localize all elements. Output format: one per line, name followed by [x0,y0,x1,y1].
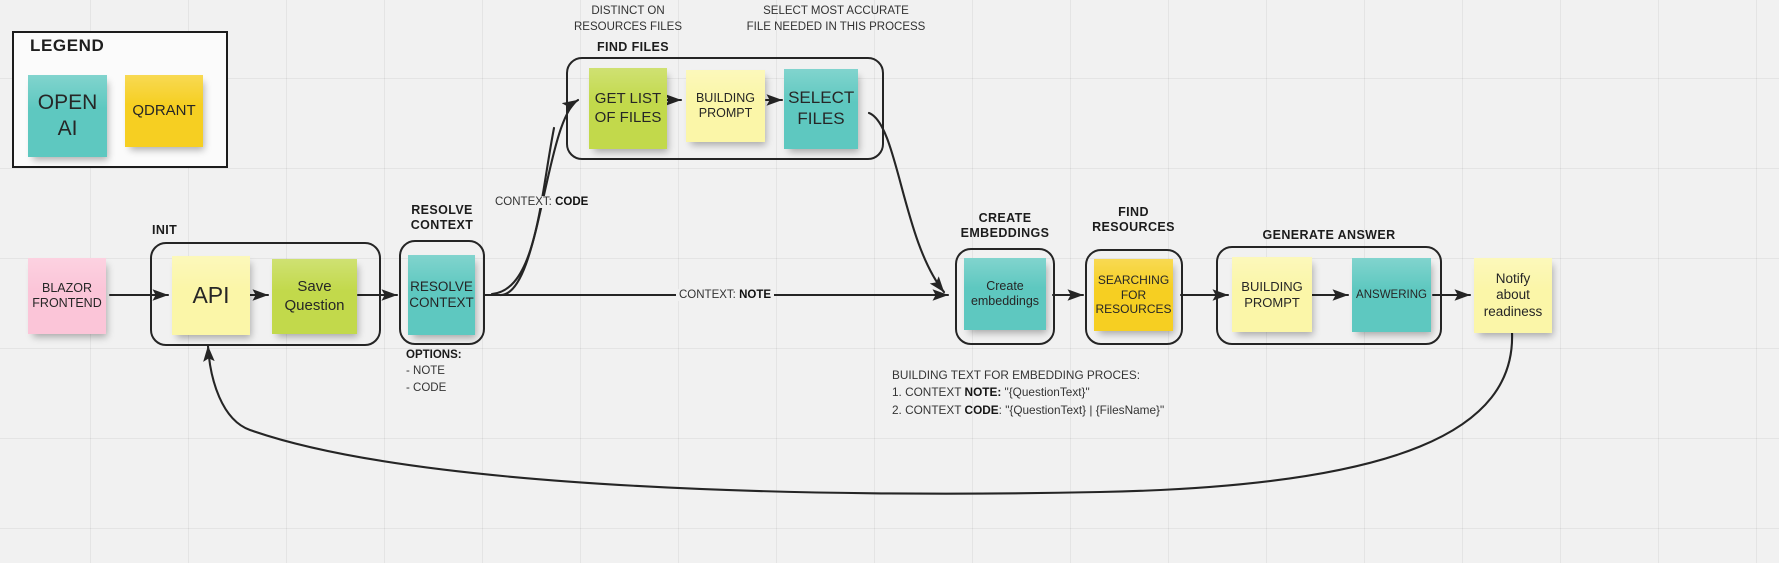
edge-label-context-note-value: NOTE [739,289,772,301]
options-header: OPTIONS: [406,349,462,361]
annotation-line: RESOURCES FILES [574,20,682,33]
group-label-resolve-context: RESOLVE CONTEXT [397,203,487,234]
node-searching-for-resources: SEARCHING FOR RESOURCES [1094,259,1173,331]
edge-label-context-code-value: CODE [555,196,589,208]
group-label-find-files: FIND FILES [596,40,670,54]
edge-label-context-code-prefix: CONTEXT: [495,196,556,208]
options-item-code: - CODE [406,381,447,394]
node-building-prompt-answer-label: BUILDING PROMPT [1241,278,1303,310]
node-resolve-context: RESOLVE CONTEXT [408,255,475,335]
edge-label-context-note-prefix: CONTEXT: [679,289,740,301]
annotation-line: SELECT MOST ACCURATE [763,5,909,17]
note-sheen [1352,258,1431,290]
embedding-note-line-2-suffix: : "{QuestionText} | {FilesName}" [998,402,1165,417]
group-label-line: FIND [1118,205,1149,219]
group-label-line: CREATE [978,211,1032,225]
node-create-embeddings-label: Create embeddings [970,278,1040,308]
group-label-line: RESOURCES [1092,220,1175,235]
annotation-line: DISTINCT ON [591,5,665,17]
embedding-note-line-2: 2. CONTEXT CODE: "{QuestionText} | {File… [892,402,1164,419]
embedding-note-line-2-bold: CODE [964,402,999,417]
legend-note-qdrant-label: QDRANT [132,101,196,119]
node-blazor-frontend-label: BLAZOR FRONTEND [32,280,102,310]
node-notify-about-readiness-label: Notify about readiness [1483,270,1543,319]
node-answering-label: ANSWERING [1356,288,1427,301]
node-get-list-of-files-label: GET LIST OF FILES [594,90,662,126]
legend-note-open-ai-label: OPEN AI [37,91,98,140]
node-answering: ANSWERING [1352,258,1431,332]
node-searching-for-resources-label: SEARCHING FOR RESOURCES [1095,273,1172,317]
embedding-note-line-1: 1. CONTEXT NOTE: "{QuestionText}" [892,384,1164,401]
group-label-line: CONTEXT [410,218,474,233]
legend-note-qdrant: QDRANT [125,75,203,147]
embedding-process-note: BUILDING TEXT FOR EMBEDDING PROCES: 1. C… [892,367,1164,419]
node-save-question-label: Save Question [284,278,345,314]
options-item-note: - NOTE [406,365,445,378]
group-label-init: INIT [152,223,178,237]
node-building-prompt-answer: BUILDING PROMPT [1232,257,1312,332]
legend-note-open-ai: OPEN AI [28,75,107,157]
node-select-files: SELECT FILES [784,69,858,149]
group-label-generate-answer: GENERATE ANSWER [1262,228,1396,242]
group-label-line: EMBEDDINGS [960,226,1050,241]
node-get-list-of-files: GET LIST OF FILES [589,68,667,149]
annotation-select-most-accurate: SELECT MOST ACCURATE FILE NEEDED IN THIS… [718,4,954,36]
node-create-embeddings: Create embeddings [964,258,1046,330]
node-save-question: Save Question [272,259,357,334]
embedding-note-line-1-prefix: 1. CONTEXT [892,385,965,400]
embedding-note-line-1-suffix: "{QuestionText}" [1001,385,1090,400]
annotation-distinct-on-resources-files: DISTINCT ON RESOURCES FILES [566,4,690,36]
legend-title: LEGEND [30,36,105,55]
node-building-prompt-files: BUILDING PROMPT [686,70,765,142]
group-label-create-embeddings: CREATE EMBEDDINGS [948,211,1062,242]
node-api: API [172,256,250,335]
node-select-files-label: SELECT FILES [788,88,855,128]
annotation-line: FILE NEEDED IN THIS PROCESS [746,20,926,33]
embedding-note-line-2-prefix: 2. CONTEXT [892,402,965,417]
node-building-prompt-files-label: BUILDING PROMPT [695,90,756,120]
node-api-label: API [192,282,230,309]
group-label-line: RESOLVE [411,203,473,217]
note-sheen [125,75,203,106]
embedding-note-line-1-bold: NOTE: [964,385,1002,400]
node-notify-about-readiness: Notify about readiness [1474,258,1552,333]
group-label-find-resources: FIND RESOURCES [1080,205,1187,236]
node-blazor-frontend: BLAZOR FRONTEND [28,258,106,334]
node-resolve-context-label: RESOLVE CONTEXT [409,278,474,310]
edge-label-context-code: CONTEXT: CODE [492,196,592,208]
edge-label-context-note: CONTEXT: NOTE [676,289,775,301]
resolve-context-options: OPTIONS: - NOTE - CODE [406,347,462,396]
embedding-note-header: BUILDING TEXT FOR EMBEDDING PROCES: [892,368,1140,382]
